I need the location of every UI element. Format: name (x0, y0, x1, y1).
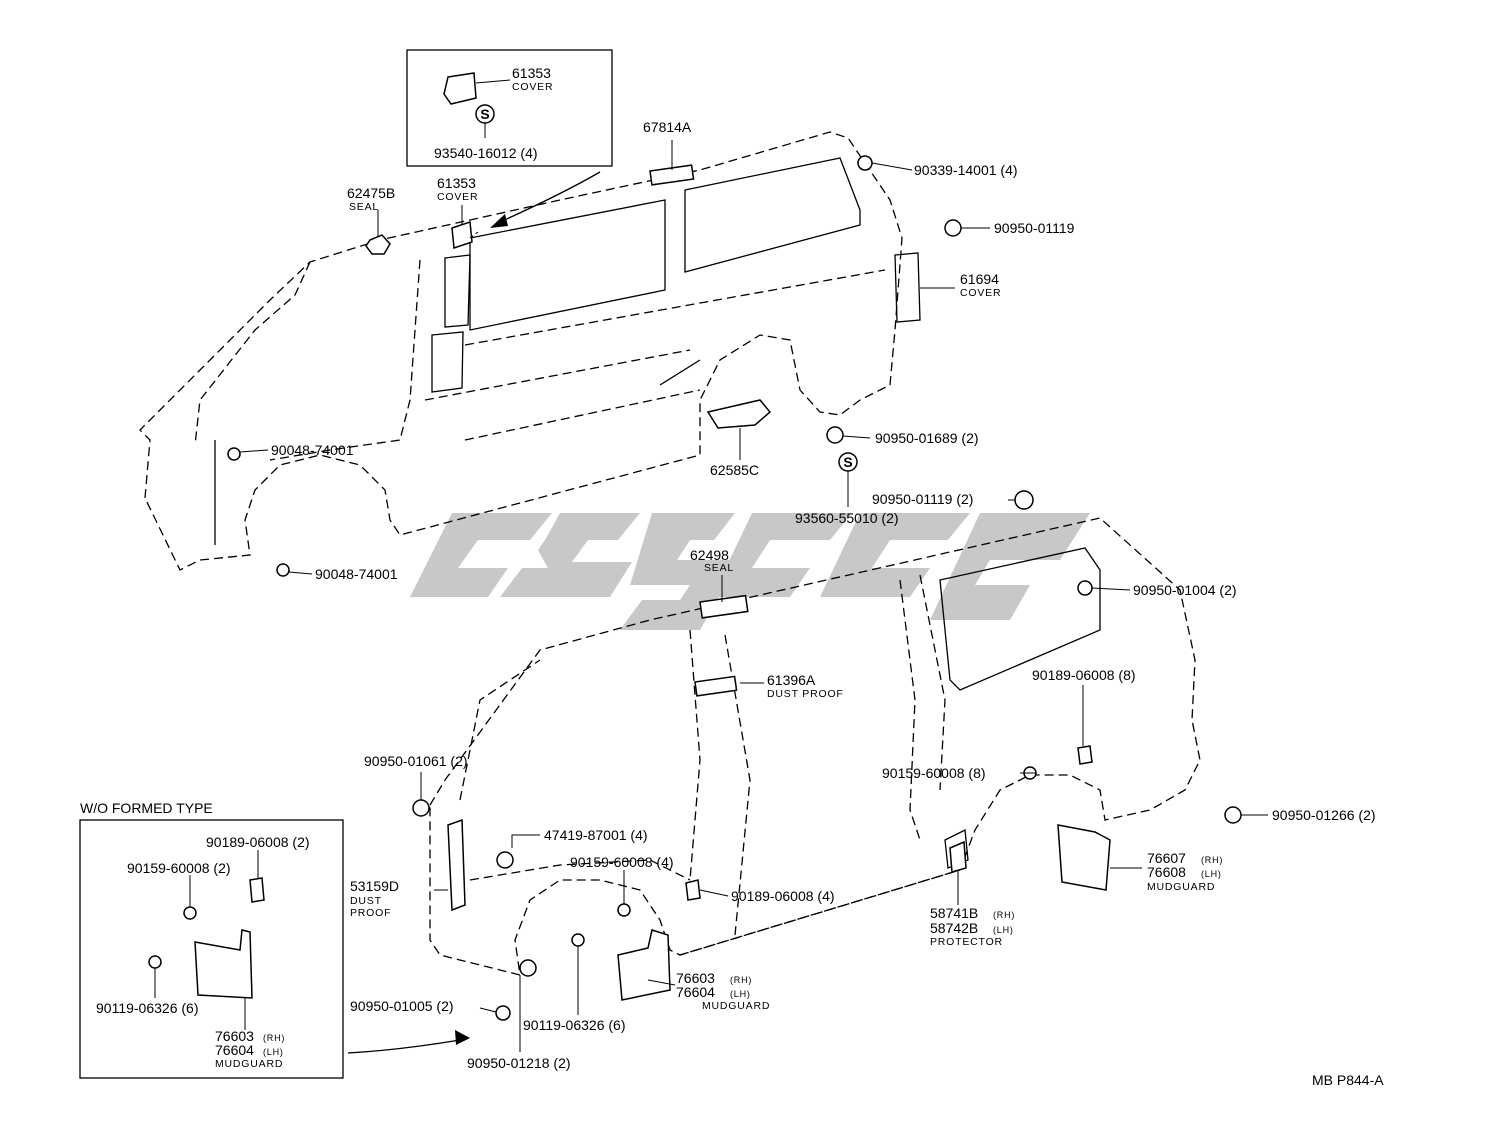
callout-name: COVER (512, 81, 553, 93)
callout-suffix: (RH) (730, 975, 752, 985)
callout-number: 90189-06008 (8) (1032, 667, 1136, 683)
callout-number: 61396A (767, 672, 816, 688)
upper-parts (227, 155, 1034, 577)
callout-number: 61353 (512, 65, 551, 81)
callout-number: 90159-60008 (8) (882, 765, 986, 781)
callout-number: 62498 (690, 547, 729, 563)
callout-name: PROOF (350, 907, 391, 919)
upper-body-outline (139, 131, 921, 571)
callout-number: 67814A (643, 119, 692, 135)
callout-number: 90119-06326 (6) (96, 1000, 198, 1016)
callout-number: 76603 (676, 970, 715, 986)
callout-number: 76604 (215, 1042, 254, 1058)
callout-name: SEAL (704, 562, 734, 574)
callout-number: 93540-16012 (4) (434, 145, 538, 161)
callout-number: 90950-01218 (2) (467, 1055, 571, 1071)
callout-number: 90950-01689 (2) (875, 430, 979, 446)
callout-number: 90339-14001 (4) (914, 162, 1018, 178)
callout-number: 76608 (1147, 864, 1186, 880)
lower-body-outline (429, 517, 1201, 976)
callout-number: 90119-06326 (6) (523, 1017, 625, 1033)
inset-title: W/O FORMED TYPE (80, 800, 213, 816)
callout-suffix: (LH) (1201, 869, 1222, 879)
callout-suffix: (LH) (730, 989, 751, 999)
callout-number: 90189-06008 (2) (206, 834, 310, 850)
callout-name: MUDGUARD (1147, 881, 1215, 893)
callout-number: 90950-01061 (2) (364, 753, 468, 769)
top-inset-box (406, 49, 613, 228)
callout-number: 58741B (930, 905, 978, 921)
callout-suffix: (RH) (263, 1033, 285, 1043)
callout-name: SEAL (349, 201, 379, 213)
callout-number: 62585C (710, 462, 759, 478)
callout-number: 90159-60008 (2) (127, 860, 231, 876)
callout-number: 76603 (215, 1028, 254, 1044)
callout-suffix: (LH) (263, 1047, 284, 1057)
callout-number: 53159D (350, 878, 399, 894)
leader-lines (154, 140, 1268, 1052)
callout-name: DUST PROOF (767, 688, 844, 700)
callout-number: 76607 (1147, 850, 1186, 866)
watermark-logo (410, 513, 1090, 630)
callout-number: 90159-60008 (4) (570, 854, 674, 870)
wo-formed-inset (79, 819, 470, 1079)
callout-number: 90950-01119 (2) (872, 491, 973, 507)
lower-parts (412, 580, 1242, 1021)
callout-number: 61353 (437, 175, 476, 191)
s-symbol-2: S (843, 454, 852, 470)
callout-name: COVER (437, 191, 478, 203)
callout-number: 47419-87001 (4) (544, 827, 648, 843)
s-symbol-1: S (480, 106, 489, 122)
callout-number: 90950-01266 (2) (1272, 807, 1376, 823)
callout-number: 90048-74001 (271, 442, 354, 458)
callout-number: 61694 (960, 271, 999, 287)
callout-number: 93560-55010 (2) (795, 510, 899, 526)
callout-number: 58742B (930, 920, 978, 936)
callout-number: 76604 (676, 984, 715, 1000)
diagram-code: MB P844-A (1312, 1072, 1384, 1088)
callout-number: 90189-06008 (4) (731, 888, 835, 904)
callout-number: 90048-74001 (315, 566, 398, 582)
callout-name: COVER (960, 287, 1001, 299)
callout-name: DUST (350, 895, 382, 907)
callout-number: 62475B (347, 185, 395, 201)
callout-number: 90950-01119 (994, 220, 1075, 236)
callout-suffix: (LH) (993, 925, 1014, 935)
callout-suffix: (RH) (993, 910, 1015, 920)
callout-name: MUDGUARD (702, 1000, 770, 1012)
callout-name: PROTECTOR (930, 936, 1003, 948)
callout-suffix: (RH) (1201, 855, 1223, 865)
callout-number: 90950-01004 (2) (1133, 582, 1237, 598)
callout-name: MUDGUARD (215, 1058, 283, 1070)
callout-number: 90950-01005 (2) (350, 998, 454, 1014)
